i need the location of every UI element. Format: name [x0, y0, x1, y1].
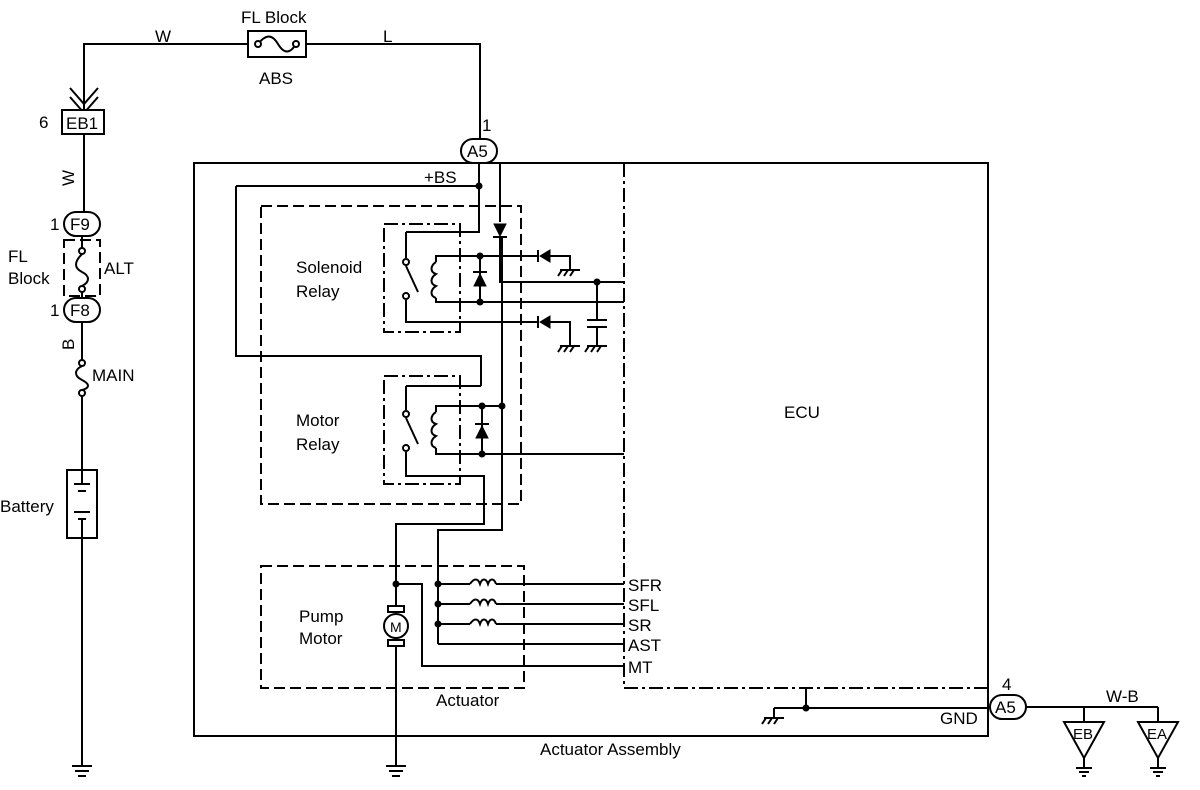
fl-block-left-label-1: FL	[8, 247, 28, 266]
wire-color-w-vertical: W	[59, 170, 78, 186]
power-supply-branch: FL Block W L ABS EB1 6 W F9 1 ALT FL	[0, 8, 481, 777]
ecu-terminal-mt: MT	[628, 658, 653, 677]
f8-connector: F8	[63, 297, 101, 323]
fl-block-top-label: FL Block	[241, 8, 307, 27]
feed-diode	[493, 223, 624, 283]
eb-ground-point: EB	[1062, 707, 1106, 777]
ea-ground-point: EA	[1136, 707, 1180, 777]
pump-motor-label-1: Pump	[299, 607, 343, 626]
motor-relay	[383, 237, 624, 584]
ea-ground-label: EA	[1147, 726, 1167, 743]
plus-bs-label: +BS	[424, 168, 457, 187]
ecu-terminal-sfl: SFL	[628, 596, 659, 615]
motor-relay-label-2: Relay	[296, 435, 340, 454]
a5-bottom-connector: A5	[989, 694, 1027, 720]
solenoid-relay	[383, 223, 487, 333]
abs-fuse	[247, 30, 307, 58]
abs-fuse-label: ABS	[259, 69, 293, 88]
pump-motor-label-2: Motor	[299, 629, 343, 648]
ground-branch: A5 4 W-B EB EA	[989, 675, 1180, 777]
a5-bottom-label: A5	[995, 698, 1016, 717]
solenoid-sfr	[434, 578, 624, 588]
a5-top-connector: A5	[460, 138, 498, 164]
f8-pin: 1	[50, 301, 59, 320]
solenoid-sfl	[434, 598, 624, 608]
battery-label: Battery	[0, 497, 54, 516]
motor-relay-label-1: Motor	[296, 411, 340, 430]
battery-symbol	[66, 469, 98, 539]
eb1-pin: 6	[39, 113, 48, 132]
solenoid-sr	[434, 618, 624, 628]
a5-top-label: A5	[467, 142, 488, 161]
actuator-label: Actuator	[436, 691, 500, 710]
wire-color-b-vertical: B	[59, 339, 78, 350]
main-fuse-label: MAIN	[92, 366, 135, 385]
eb1-connector: EB1	[61, 109, 105, 135]
ecu-label: ECU	[784, 403, 820, 422]
eb-ground-label: EB	[1073, 726, 1093, 743]
ecu-terminal-sfr: SFR	[628, 576, 662, 595]
ecu-ground	[761, 688, 988, 725]
gnd-label: GND	[940, 709, 978, 728]
wire-color-l-top: L	[383, 27, 392, 46]
ecu-terminal-ast: AST	[628, 636, 661, 655]
actuator-assembly-label: Actuator Assembly	[540, 740, 681, 759]
zener-diode-bottom	[480, 315, 580, 353]
capacitor-ground	[584, 278, 607, 353]
pump-motor-symbol: M	[383, 580, 409, 777]
f9-connector: F9	[63, 211, 101, 237]
f9-pin: 1	[50, 215, 59, 234]
solenoid-relay-label-1: Solenoid	[296, 258, 362, 277]
motor-m-label: M	[390, 619, 402, 635]
main-fusible-link	[75, 359, 89, 397]
wire-color-w-b: W-B	[1106, 687, 1139, 706]
fl-block-left-label-2: Block	[8, 269, 50, 288]
a5-top-pin: 1	[482, 116, 491, 135]
f9-label: F9	[70, 215, 90, 234]
a5-bottom-pin: 4	[1002, 675, 1011, 694]
eb1-label: EB1	[66, 114, 98, 133]
ecu-terminal-sr: SR	[628, 616, 652, 635]
alt-fuse	[63, 236, 101, 298]
f8-label: F8	[70, 301, 90, 320]
zener-diode-top	[480, 249, 580, 277]
battery-ground-icon	[72, 765, 92, 777]
alt-fuse-label: ALT	[104, 259, 134, 278]
actuator-assembly: Actuator Assembly A5 1 +BS ECU	[193, 116, 989, 777]
solenoid-relay-label-2: Relay	[296, 282, 340, 301]
wire-color-w-top: W	[155, 27, 171, 46]
